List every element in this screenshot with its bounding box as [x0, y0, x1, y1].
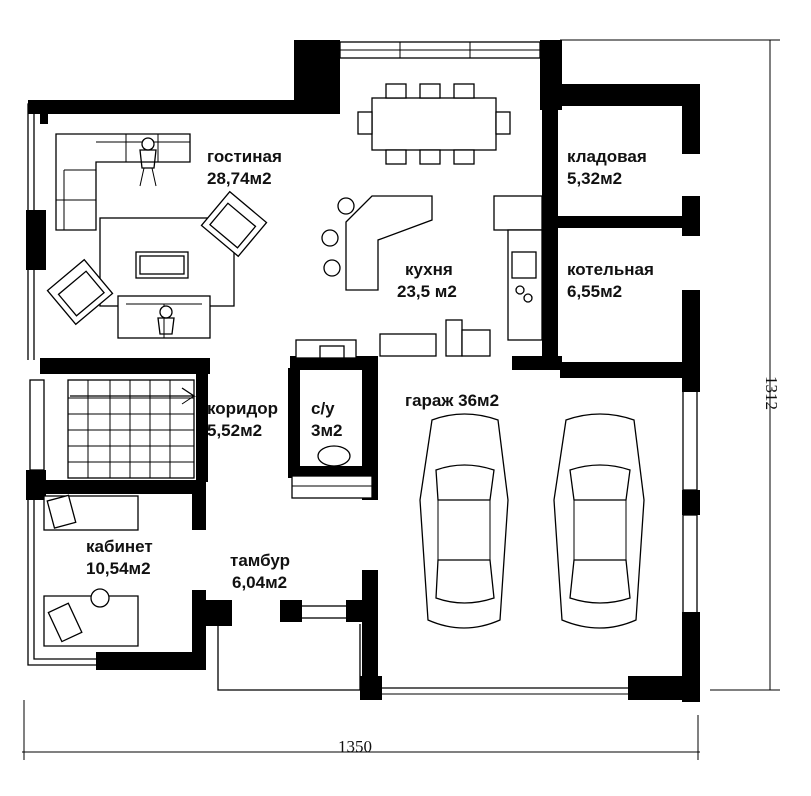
room-name-garage: гараж 36м2	[405, 391, 499, 410]
dimension-height-label: 1312	[762, 376, 781, 410]
room-name-vestibule: тамбур	[230, 551, 290, 570]
room-name-living: гостиная	[207, 147, 282, 166]
dining-furniture	[357, 83, 511, 165]
walls	[26, 40, 700, 702]
room-area-kitchen: 23,5 м2	[397, 282, 457, 301]
room-area-storage: 5,32м2	[567, 169, 622, 188]
bathroom-fixtures	[291, 445, 373, 499]
room-area-boiler: 6,55м2	[567, 282, 622, 301]
room-name-storage: кладовая	[567, 147, 647, 166]
staircase	[67, 379, 197, 479]
room-name-kitchen: кухня	[405, 260, 453, 279]
room-name-boiler: котельная	[567, 260, 654, 279]
dimension-lines	[22, 39, 780, 760]
room-name-corridor: коридор	[207, 399, 278, 418]
kitchen-island	[295, 195, 543, 359]
room-name-bathroom: с/у	[311, 399, 335, 418]
room-area-vestibule: 6,04м2	[232, 573, 287, 592]
garage-cars	[419, 413, 645, 629]
dimension-width-label: 1350	[338, 737, 372, 756]
room-area-study: 10,54м2	[86, 559, 151, 578]
room-name-study: кабинет	[86, 537, 153, 556]
room-area-corridor: 5,52м2	[207, 421, 262, 440]
car-right	[553, 413, 645, 629]
study-furniture	[43, 494, 139, 647]
room-labels: гостиная 28,74м2 кладовая 5,32м2 кухня 2…	[86, 147, 654, 592]
car-left	[419, 413, 509, 629]
room-area-living: 28,74м2	[207, 169, 272, 188]
room-area-bathroom: 3м2	[311, 421, 343, 440]
living-furniture	[46, 133, 268, 339]
